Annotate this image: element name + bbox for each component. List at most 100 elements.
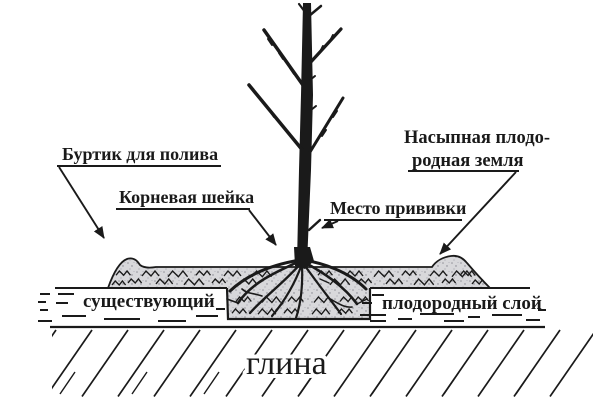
sapling-bud xyxy=(283,126,289,134)
sapling-branch xyxy=(307,218,322,232)
clay-hatch-line-short xyxy=(515,371,532,395)
sapling-branch xyxy=(262,28,307,90)
sapling-trunk xyxy=(297,3,313,263)
clay-hatch-line xyxy=(333,329,381,397)
soil-zigzag-mark xyxy=(223,269,242,278)
backfill-label-line1: Насыпная плодо- xyxy=(404,128,550,148)
clay-hatch xyxy=(52,329,593,397)
sapling-bud xyxy=(289,67,295,75)
clay-hatch-line xyxy=(81,329,129,397)
root xyxy=(248,261,303,315)
soil-dashes xyxy=(38,293,546,322)
root xyxy=(228,258,302,293)
existing-layer-label-right: плодородный слой xyxy=(382,293,542,314)
soil-zigzag-mark xyxy=(141,269,160,278)
sapling-branch xyxy=(308,96,345,154)
soil-zigzag-mark xyxy=(211,277,227,285)
sapling-branch xyxy=(297,2,307,14)
sapling-branch xyxy=(307,4,323,18)
root xyxy=(294,263,304,320)
clay-hatch-line xyxy=(153,329,201,397)
clay-hatch-line xyxy=(225,329,273,397)
labels: Буртик для полива Корневая шейка Насыпна… xyxy=(62,128,550,386)
graft-point-label: Место прививки xyxy=(330,198,466,218)
root xyxy=(302,260,359,306)
ground-outlines xyxy=(50,254,545,329)
clay-hatch-line-short xyxy=(203,371,220,395)
clay-hatch-line-short xyxy=(299,371,316,395)
watering-ridge-leader xyxy=(58,166,105,239)
clay-hatch-line xyxy=(405,329,453,397)
soil-zigzag-mark xyxy=(429,269,448,278)
root xyxy=(270,262,304,318)
soil-zigzag-mark xyxy=(155,277,174,285)
clay-hatch-line xyxy=(189,329,237,397)
sapling-bud xyxy=(321,129,327,137)
sapling-bud xyxy=(269,110,275,118)
soil-zigzag-mark xyxy=(459,269,476,277)
graft-point-leader xyxy=(321,219,339,229)
sapling xyxy=(247,2,345,263)
root xyxy=(236,259,302,305)
sapling-buds xyxy=(256,34,338,137)
clay-hatch-line xyxy=(52,329,93,390)
root xyxy=(319,278,330,284)
soil-zigzag-mark xyxy=(373,269,395,278)
soil-zigzag-mark xyxy=(195,269,211,277)
soil-zigzag-mark xyxy=(283,307,299,315)
soil-zigzag-mark xyxy=(413,277,435,286)
clay-label: глина xyxy=(246,345,327,382)
soil-zigzag-mark xyxy=(357,277,373,285)
sapling-bud xyxy=(278,52,284,60)
soil-zigzag-mark xyxy=(451,269,473,278)
clay-hatch-line-short xyxy=(131,371,148,395)
soil-zigzag-mark xyxy=(183,277,205,286)
sapling-bud xyxy=(309,75,316,81)
root-collar-label: Корневая шейка xyxy=(119,187,254,207)
soil-zigzag-mark xyxy=(441,277,457,285)
soil-zigzag-mark xyxy=(115,269,131,277)
soil-zigzag-mark xyxy=(385,277,404,285)
sapling-branch xyxy=(307,27,343,66)
soil-zigzag-mark xyxy=(345,269,364,278)
root xyxy=(241,288,263,297)
clay-hatch-line xyxy=(477,329,525,397)
soil-zigzag-mark xyxy=(257,307,277,316)
clay-hatch-line-short xyxy=(371,371,388,395)
soil-zigzag-mark xyxy=(167,269,189,278)
existing-layer-label-left: существующий xyxy=(83,291,215,312)
soil-zigzag-mark xyxy=(231,307,247,315)
root-collar-leader xyxy=(248,209,277,246)
soil-zigzag-mark xyxy=(235,295,252,303)
sapling-bud xyxy=(256,93,262,101)
sapling-bud xyxy=(267,38,273,46)
soil-mound-outline xyxy=(107,254,491,289)
clay-hatch-line xyxy=(549,332,593,397)
sapling-bud xyxy=(310,105,317,111)
soil-zigzag-mark xyxy=(471,278,487,286)
sapling-bud xyxy=(319,45,324,53)
root xyxy=(301,261,343,316)
soil-zigzags xyxy=(111,269,487,316)
soil-zigzag-mark xyxy=(311,307,331,316)
sapling-bud xyxy=(332,110,338,118)
clay-hatch-line xyxy=(261,329,309,397)
watering-ridge-label: Буртик для полива xyxy=(62,144,218,164)
root xyxy=(275,302,284,311)
backfill-label-line2: родная земля xyxy=(412,151,524,171)
root-system xyxy=(226,258,368,320)
root xyxy=(226,298,239,304)
soil-zigzag-mark xyxy=(401,269,417,277)
clay-hatch-line-short xyxy=(59,371,76,395)
callout-leaders xyxy=(57,165,519,255)
backfill-leader xyxy=(439,171,517,255)
clay-hatch-line xyxy=(117,329,165,397)
clay-hatch-line-short xyxy=(443,371,460,395)
root xyxy=(356,298,368,305)
root xyxy=(329,298,353,308)
sapling-branches xyxy=(247,2,345,232)
sapling-bud xyxy=(329,34,334,42)
soil-zigzag-mark xyxy=(127,277,143,285)
